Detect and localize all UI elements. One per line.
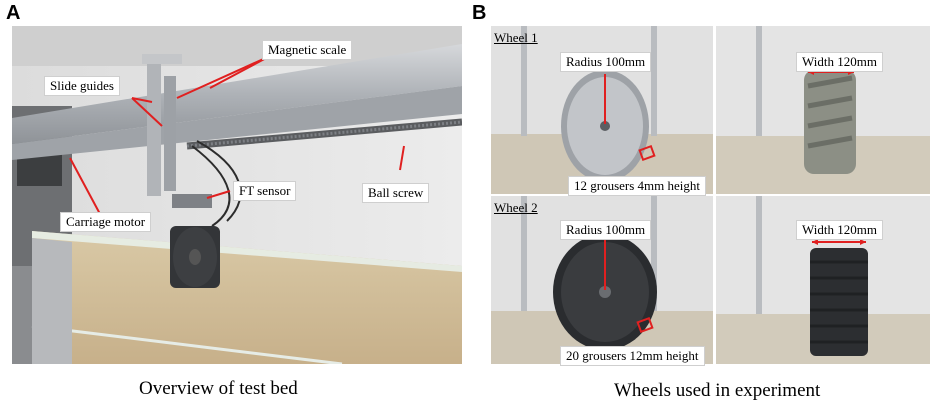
test-bed-photo: [12, 26, 462, 364]
label-slide-guides: Slide guides: [44, 76, 120, 96]
wheel2-grousers-label: 20 grousers 12mm height: [560, 346, 705, 366]
label-carriage-motor: Carriage motor: [60, 212, 152, 232]
wheel1-side-photo: [491, 26, 713, 194]
panel-b-letter: B: [472, 2, 487, 24]
label-magnetic-scale: Magnetic scale: [262, 40, 353, 60]
caption-panel-b: Wheels used in experiment: [614, 380, 821, 401]
label-ball-screw: Ball screw: [362, 183, 430, 203]
label-ft-sensor: FT sensor: [233, 181, 297, 201]
wheel1-title: Wheel 1: [494, 30, 538, 45]
wheel1-front-photo: [716, 26, 930, 194]
panel-a-letter: A: [6, 2, 21, 24]
wheel2-title: Wheel 2: [494, 200, 538, 215]
wheel1-width-label: Width 120mm: [796, 52, 883, 72]
wheel1-grousers-label: 12 grousers 4mm height: [568, 176, 707, 196]
wheel2-width-label: Width 120mm: [796, 220, 883, 240]
wheel2-radius-label: Radius 100mm: [560, 220, 652, 240]
caption-panel-a: Overview of test bed: [139, 378, 298, 399]
wheel1-radius-label: Radius 100mm: [560, 52, 652, 72]
